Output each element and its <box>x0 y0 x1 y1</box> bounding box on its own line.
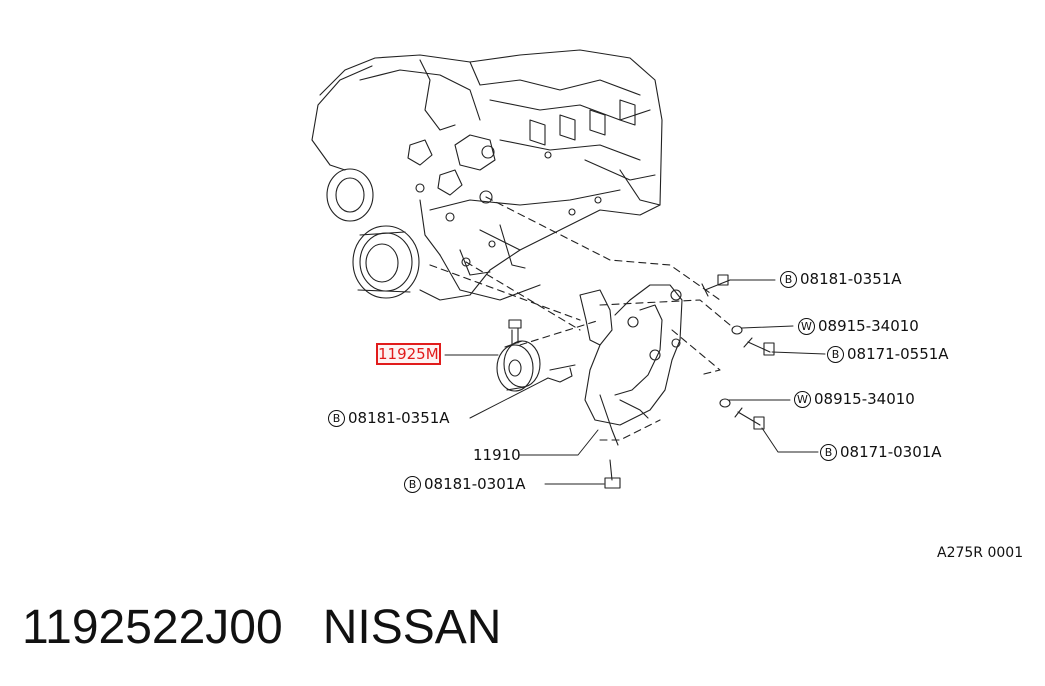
part-code: 11910 <box>473 446 521 464</box>
part-code: 08181-0351A <box>348 409 450 427</box>
part-code: 08181-0301A <box>424 475 526 493</box>
engine-bracket-diagram <box>311 49 826 489</box>
bolts <box>547 274 775 489</box>
part-code: 08915-34010 <box>814 390 915 408</box>
alternator-bracket <box>579 284 683 446</box>
part-code: 08915-34010 <box>818 317 919 335</box>
diagram-reference: A275R 0001 <box>937 545 1024 561</box>
assembly-guides <box>429 196 731 441</box>
leader-lines <box>444 279 826 485</box>
engine-block <box>311 49 663 301</box>
callout-11910: 11910 <box>473 446 521 464</box>
part-number: 1192522J00 <box>22 601 283 654</box>
part-code: 08171-0301A <box>840 443 942 461</box>
bolt-symbol: B <box>820 444 837 461</box>
idler-pulley <box>496 319 541 392</box>
brand-name: NISSAN <box>322 601 502 654</box>
bolt-symbol: B <box>328 410 345 427</box>
bolt-symbol: B <box>404 476 421 493</box>
washer-symbol: W <box>794 391 811 408</box>
part-code: 08181-0351A <box>800 270 902 288</box>
footer: 1192522J00 NISSAN <box>22 600 501 655</box>
part-code: 08171-0551A <box>847 345 949 363</box>
bolt-symbol: B <box>780 271 797 288</box>
crankshaft-pulley <box>326 168 420 299</box>
highlighted-part-code: 11925M <box>376 343 441 365</box>
bolt-symbol: B <box>827 346 844 363</box>
washer-symbol: W <box>798 318 815 335</box>
callout-11925M: 11925M <box>376 343 441 365</box>
